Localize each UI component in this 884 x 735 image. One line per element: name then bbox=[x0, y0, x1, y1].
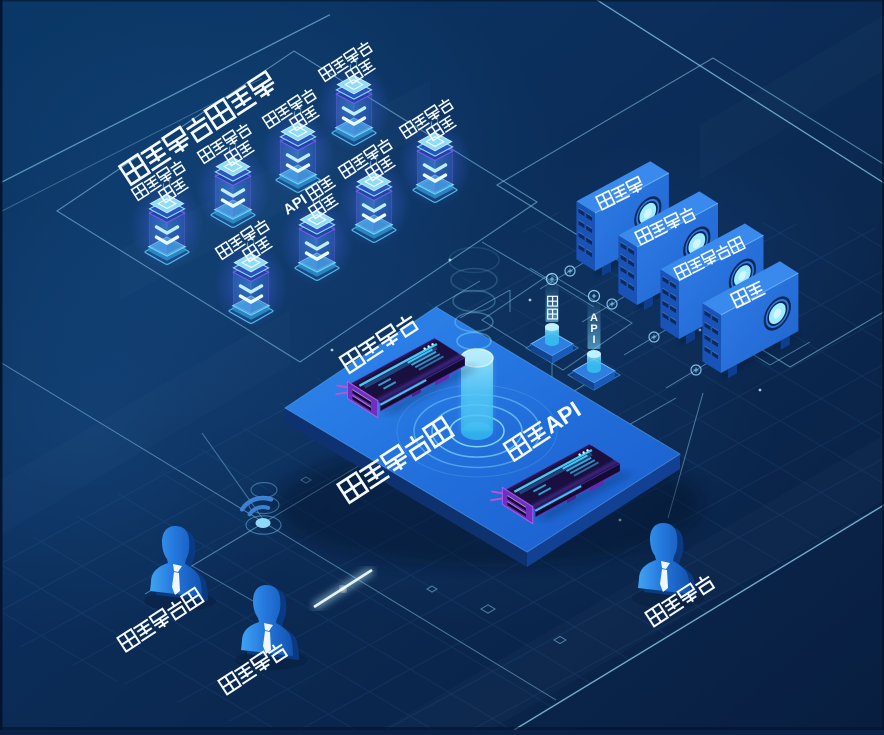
svg-text:P: P bbox=[590, 323, 597, 335]
svg-text:I: I bbox=[592, 334, 595, 346]
svg-text:A: A bbox=[590, 312, 598, 324]
